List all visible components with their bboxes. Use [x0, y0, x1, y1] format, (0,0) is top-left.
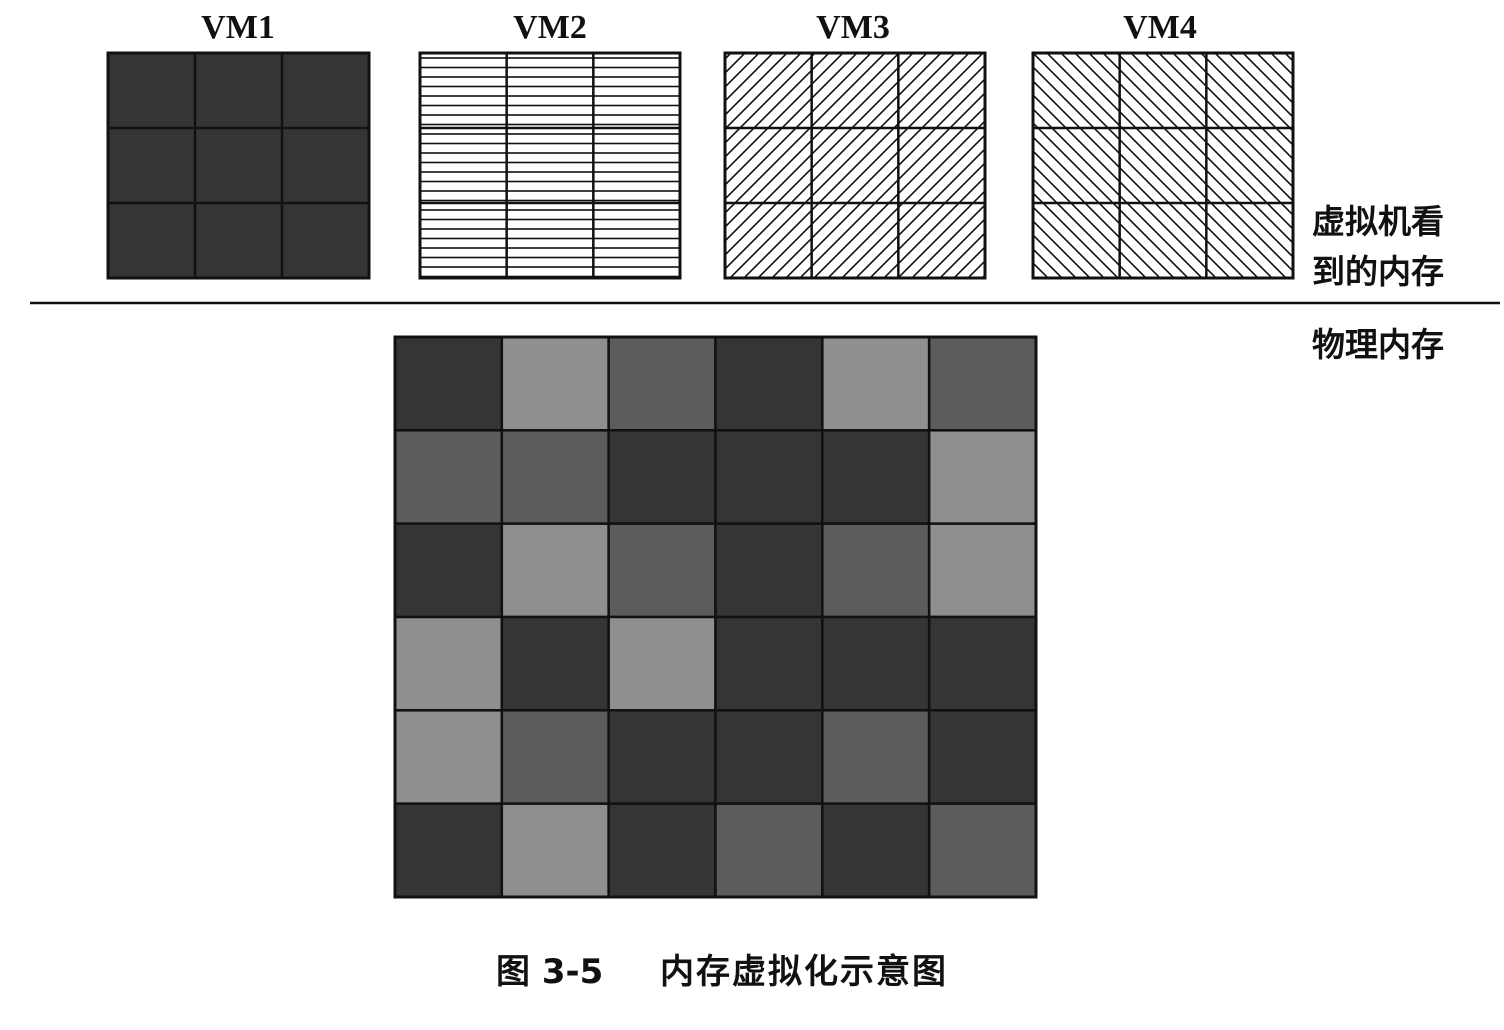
physical-memory-block [500, 429, 610, 525]
vm-grid-1 [106, 51, 371, 280]
physical-memory-block [714, 335, 824, 432]
vm-grid-3 [723, 51, 987, 280]
physical-memory-block [393, 802, 504, 899]
physical-memory-block [393, 429, 504, 525]
vm-grid-4 [1031, 51, 1295, 280]
physical-memory-block [927, 429, 1038, 525]
physical-memory-block [393, 335, 504, 432]
physical-memory-block [607, 709, 717, 805]
physical-memory-label: 物理内存 [1312, 325, 1444, 364]
physical-memory-grid [393, 335, 1038, 899]
vm-memory-block [106, 51, 371, 280]
physical-memory-block [714, 522, 824, 619]
physical-memory-block [821, 335, 931, 432]
vm-memory-block [723, 51, 987, 280]
physical-memory-block [714, 709, 824, 805]
vm-view-label-line1: 虚拟机看 [1312, 202, 1444, 241]
figure-title: 内存虚拟化示意图 [660, 952, 948, 992]
vm-memory-block [1031, 51, 1295, 280]
physical-memory-block [607, 615, 717, 712]
physical-memory-block [607, 802, 717, 899]
physical-memory-block [714, 615, 824, 712]
vm2-label: VM2 [513, 9, 587, 46]
physical-memory-block [393, 615, 504, 712]
physical-memory-block [607, 335, 717, 432]
physical-memory-block [500, 615, 610, 712]
physical-memory-block [500, 335, 610, 432]
physical-memory-block [500, 522, 610, 619]
vm-grid-2 [418, 51, 682, 280]
physical-memory-block [927, 335, 1038, 432]
physical-memory-block [393, 522, 504, 619]
physical-memory-block [607, 522, 717, 619]
physical-memory-block [821, 709, 931, 805]
physical-memory-block [927, 709, 1038, 805]
physical-memory-block [927, 522, 1038, 619]
vm-memory-block [418, 51, 682, 280]
physical-grid-border [393, 335, 1038, 899]
physical-memory-block [500, 709, 610, 805]
physical-memory-block [927, 615, 1038, 712]
physical-memory-block [821, 615, 931, 712]
vm-view-label-line2: 到的内存 [1312, 252, 1444, 291]
physical-memory-block [714, 802, 824, 899]
vm1-label: VM1 [201, 9, 275, 46]
physical-memory-block [714, 429, 824, 525]
vm4-label: VM4 [1123, 9, 1197, 46]
vm3-label: VM3 [816, 9, 890, 46]
figure-number: 图 3-5 [496, 952, 603, 992]
physical-memory-block [821, 522, 931, 619]
physical-memory-block [500, 802, 610, 899]
physical-memory-block [821, 429, 931, 525]
physical-memory-block [607, 429, 717, 525]
vm-memory-grids [106, 51, 1295, 280]
physical-memory-block [927, 802, 1038, 899]
physical-memory-block [393, 709, 504, 805]
physical-memory-block [821, 802, 931, 899]
